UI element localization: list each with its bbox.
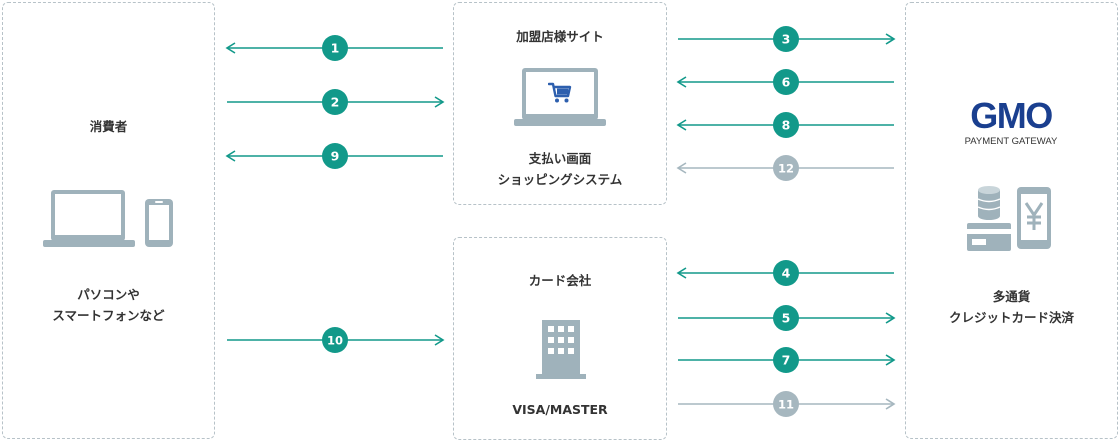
step-8-number: 8 (782, 118, 791, 133)
merchant-description-line-2: ショッピングシステム (497, 172, 623, 187)
merchant-description: 支払い画面 ショッピングシステム (453, 148, 667, 190)
step-6-arrow: 6 (676, 69, 894, 95)
step-7-badge (773, 347, 799, 373)
step-1-arrow: 1 (225, 35, 443, 61)
consumer-devices: パソコンや スマートフォンなど (2, 284, 215, 326)
step-10-badge (322, 327, 348, 353)
step-9-arrowhead (225, 150, 236, 162)
step-4-number: 4 (782, 266, 791, 281)
gmo-logo-subtitle: PAYMENT GATEWAY (965, 136, 1058, 147)
step-5-number: 5 (782, 311, 791, 326)
merchant-title: 加盟店様サイト (516, 29, 604, 44)
step-5-badge (773, 305, 799, 331)
step-4-badge (773, 260, 799, 286)
step-12-arrowhead (676, 162, 687, 174)
step-6-number: 6 (782, 75, 791, 90)
card-company-brands: VISA/MASTER (512, 402, 608, 417)
step-4-arrowhead (676, 267, 687, 279)
step-9-number: 9 (331, 149, 340, 164)
step-11-arrow: 11 (678, 391, 896, 417)
step-8-arrowhead (676, 119, 687, 131)
step-7-number: 7 (782, 353, 791, 368)
step-2-arrow: 2 (227, 89, 445, 115)
step-10-number: 10 (327, 334, 343, 348)
step-2-badge (322, 89, 348, 115)
gmo-panel (905, 2, 1118, 439)
step-6-badge (773, 69, 799, 95)
step-12-number: 12 (778, 162, 794, 176)
cart-icon (548, 82, 572, 103)
merchant-laptop-icon (514, 68, 606, 126)
step-11-number: 11 (778, 398, 794, 412)
step-3-number: 3 (782, 32, 791, 47)
step-9-badge (322, 143, 348, 169)
card-icon (967, 223, 1011, 251)
card-company-title: カード会社 (528, 273, 592, 288)
step-12-badge (773, 155, 799, 181)
step-5-arrow: 5 (678, 305, 896, 331)
step-7-arrow: 7 (678, 347, 896, 373)
merchant-description-line-1: 支払い画面 (528, 151, 592, 166)
consumer-title: 消費者 (89, 119, 128, 134)
laptop-icon (43, 190, 135, 247)
step-6-arrowhead (676, 76, 687, 88)
step-3-arrow: 3 (678, 26, 896, 52)
step-1-badge (322, 35, 348, 61)
step-1-number: 1 (331, 41, 340, 56)
step-11-badge (773, 391, 799, 417)
step-4-arrow: 4 (676, 260, 894, 286)
step-10-arrowhead (434, 334, 445, 346)
step-8-badge (773, 112, 799, 138)
consumer-device-line-1: パソコンや (77, 287, 140, 302)
yen-phone-icon (1017, 187, 1051, 249)
building-icon (536, 320, 586, 379)
step-2-arrowhead (434, 96, 445, 108)
gmo-logo-text: GMO (970, 98, 1052, 136)
coins-icon (977, 186, 1001, 220)
consumer-device-line-2: スマートフォンなど (52, 308, 165, 323)
step-11-arrowhead (885, 398, 896, 410)
smartphone-icon (145, 199, 173, 247)
step-2-number: 2 (331, 95, 340, 110)
gmo-logo: GMO PAYMENT GATEWAY (965, 98, 1058, 147)
gmo-service-line-1: 多通貨 (992, 289, 1031, 304)
step-3-arrowhead (885, 33, 896, 45)
step-12-arrow: 12 (676, 155, 894, 181)
step-1-arrowhead (225, 42, 236, 54)
step-5-arrowhead (885, 312, 896, 324)
step-9-arrow: 9 (225, 143, 443, 169)
gmo-service-line-2: クレジットカード決済 (948, 310, 1074, 325)
gmo-service: 多通貨 クレジットカード決済 (905, 286, 1118, 328)
step-7-arrowhead (885, 354, 896, 366)
step-10-arrow: 10 (227, 327, 445, 353)
step-3-badge (773, 26, 799, 52)
step-8-arrow: 8 (676, 112, 894, 138)
